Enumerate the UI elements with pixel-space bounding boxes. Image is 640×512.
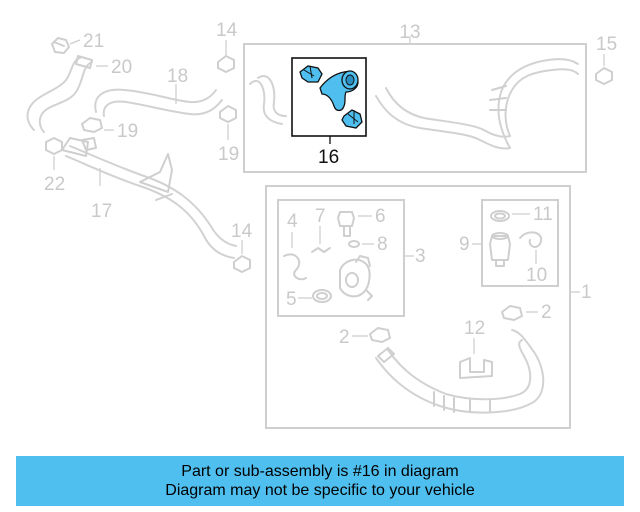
clamp-22: 22	[44, 137, 65, 195]
clamp-19-left: 19	[81, 117, 138, 142]
callout-17: 17	[91, 201, 112, 222]
box-3: 3 4 7 6 8 5	[277, 199, 426, 317]
callout-14-top: 14	[216, 20, 238, 41]
callout-13: 13	[399, 22, 420, 43]
clamp-15: 15	[595, 34, 617, 85]
callout-22: 22	[44, 174, 65, 195]
callout-7: 7	[315, 206, 326, 227]
pipe-17: 17	[61, 137, 237, 259]
callout-20: 20	[111, 57, 132, 78]
clamp-14-lower: 14	[231, 221, 253, 273]
clamp-14-top: 14	[216, 20, 238, 73]
hose-18: 18	[94, 66, 223, 117]
clamp-2-left: 2	[339, 327, 391, 348]
clamp-21: 21	[51, 31, 104, 54]
callout-21: 21	[83, 31, 104, 52]
clamp-19-right: 19	[218, 105, 239, 165]
info-banner: Part or sub-assembly is #16 in diagram D…	[16, 456, 624, 506]
part-16-highlighted[interactable]: 16	[291, 57, 367, 168]
banner-line-1: Part or sub-assembly is #16 in diagram	[181, 463, 459, 480]
bracket-12: 12	[459, 318, 493, 379]
callout-19-right: 19	[218, 144, 239, 165]
callout-15: 15	[596, 34, 617, 55]
callout-16: 16	[318, 147, 339, 168]
banner-line-2: Diagram may not be specific to your vehi…	[165, 482, 475, 499]
callout-12: 12	[464, 318, 485, 339]
clamp-2-right: 2	[501, 302, 552, 323]
callout-1: 1	[581, 282, 592, 303]
callout-11: 11	[533, 204, 553, 225]
callout-8: 8	[377, 234, 388, 255]
box-13: 13	[243, 22, 587, 173]
callout-19-left: 19	[117, 121, 138, 142]
callout-10: 10	[526, 265, 547, 286]
callout-5: 5	[286, 289, 297, 310]
hose-20: 20	[26, 55, 132, 133]
lower-hose	[375, 329, 545, 414]
callout-2-right: 2	[541, 302, 552, 323]
callout-9: 9	[459, 234, 470, 255]
callout-6: 6	[375, 206, 386, 227]
callout-3: 3	[415, 246, 426, 267]
callout-14-lower: 14	[231, 221, 253, 242]
box-1: 1	[265, 185, 592, 429]
callout-18: 18	[167, 66, 188, 87]
callout-4: 4	[287, 211, 298, 232]
box-9: 9 11 10	[459, 199, 559, 287]
callout-2-left: 2	[339, 327, 350, 348]
